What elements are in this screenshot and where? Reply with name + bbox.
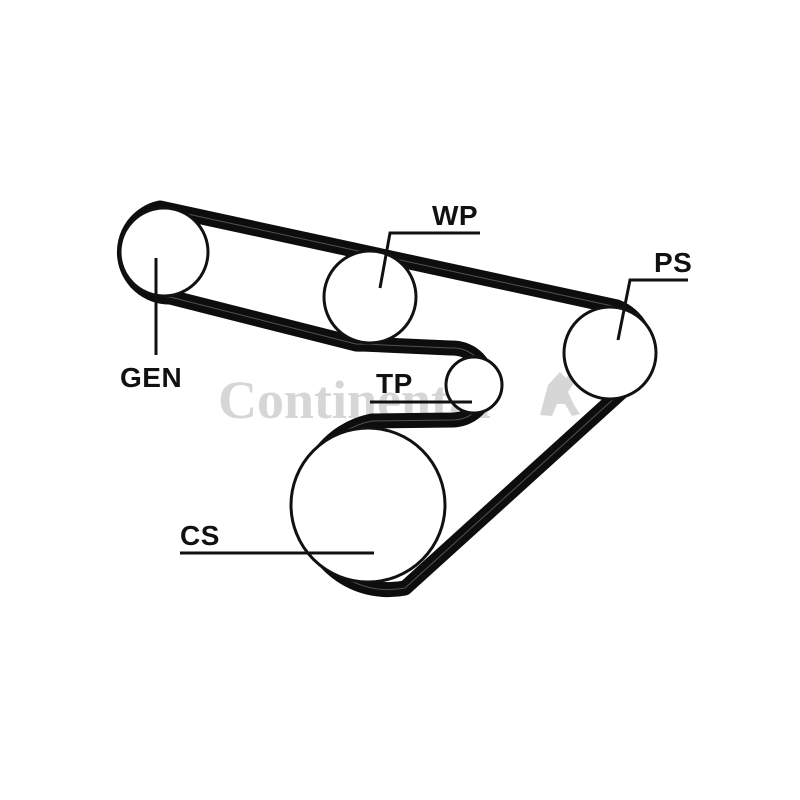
ps-label: PS — [654, 247, 692, 278]
labels: GEN WP PS TP CS — [120, 200, 692, 551]
leader-lines — [154, 231, 688, 555]
wp-pulley — [322, 249, 418, 345]
ps-pulley — [562, 305, 658, 401]
ps-leader — [616, 278, 688, 341]
gen-pulley — [118, 206, 210, 298]
tp-label: TP — [376, 368, 413, 399]
tp-pulley — [444, 355, 504, 415]
wp-leader — [378, 231, 480, 289]
pulleys — [118, 206, 658, 584]
gen-label: GEN — [120, 362, 182, 393]
cs-label: CS — [180, 520, 220, 551]
wp-label: WP — [432, 200, 478, 231]
cs-pulley — [289, 426, 447, 584]
horse-logo-icon — [540, 370, 580, 416]
